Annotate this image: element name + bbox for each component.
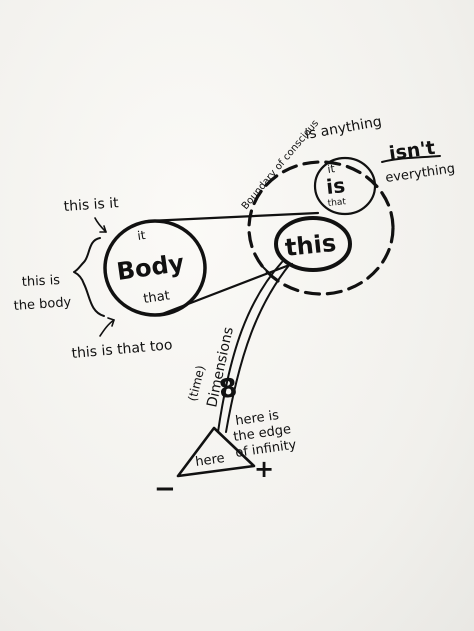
label-time: (time)	[185, 364, 207, 403]
label-body-that: that	[142, 288, 170, 307]
upper-connector-line	[146, 211, 320, 223]
label-here-is: here is	[234, 408, 280, 429]
label-eight: 8	[218, 373, 239, 405]
lower-connector-line	[160, 262, 294, 316]
label-this: this	[284, 229, 338, 262]
label-plus: +	[254, 455, 274, 483]
dimension-rail-right	[225, 263, 291, 433]
arrow-top-head	[99, 225, 107, 233]
here-triangle	[176, 426, 256, 478]
arrow-top	[94, 217, 107, 233]
label-the-body: the body	[13, 295, 72, 314]
label-small-that: that	[327, 197, 347, 209]
arrow-bottom-head	[107, 317, 115, 327]
left-brace	[73, 237, 105, 317]
label-isnt: isn't	[388, 137, 437, 165]
label-here: here	[194, 451, 225, 470]
dimension-rail-left	[217, 261, 283, 433]
isnt-underline	[381, 155, 441, 163]
label-body: Body	[115, 249, 186, 286]
label-this-is: this is	[21, 273, 60, 290]
label-small-is: is	[325, 173, 346, 199]
boundary-dashed-circle	[247, 160, 395, 296]
label-small-it: it	[327, 162, 337, 176]
label-boundary: Boundary of conscious	[240, 118, 321, 212]
rail-tick-1	[261, 265, 273, 277]
arrow-bottom	[99, 319, 115, 337]
label-this-is-that-too: this is that too	[71, 337, 173, 362]
label-minus: −	[154, 474, 176, 504]
label-everything: everything	[384, 161, 456, 186]
label-this-is-it: this is it	[63, 195, 120, 215]
label-body-it: it	[136, 228, 146, 243]
this-circle	[274, 216, 352, 272]
